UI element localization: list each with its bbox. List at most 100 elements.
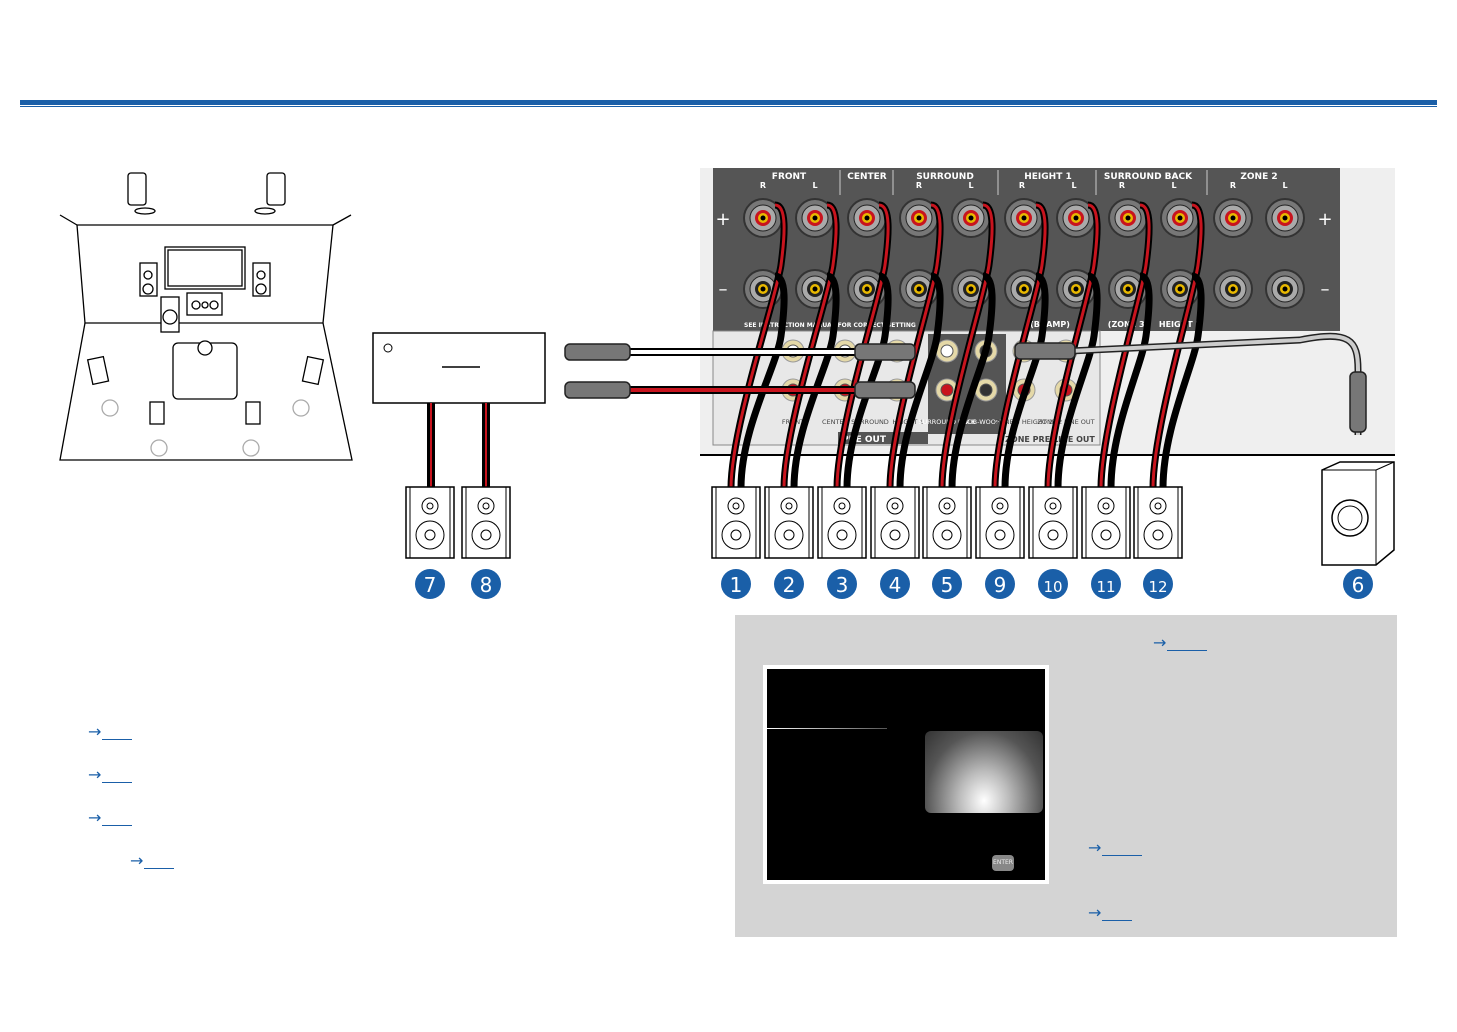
page-link[interactable]: → — [88, 722, 133, 741]
speaker-icon — [711, 486, 761, 559]
pre-out-label: PRE OUT — [842, 435, 887, 445]
speaker-terminal-plus[interactable] — [1160, 198, 1200, 238]
channel-label: L — [1071, 181, 1076, 190]
page-link[interactable]: → — [88, 808, 133, 827]
arrow-icon: → — [1088, 838, 1102, 857]
badge-number: 7 — [424, 573, 437, 597]
speaker-cable — [835, 203, 890, 489]
pre-out-jack-label: CENTER — [822, 418, 849, 426]
speaker-terminal-plus[interactable] — [795, 198, 835, 238]
page-link[interactable]: → — [88, 765, 133, 784]
speaker-icon — [405, 486, 455, 559]
page-link[interactable]: → — [1153, 633, 1208, 652]
speaker-terminal-minus[interactable] — [1213, 269, 1253, 309]
group-label: HEIGHT 1 — [1024, 172, 1071, 182]
speaker-cable — [1099, 203, 1151, 489]
header-rule-thin — [20, 106, 1437, 107]
speaker-terminal-plus[interactable] — [1056, 198, 1096, 238]
speaker-terminal-plus[interactable] — [1265, 198, 1305, 238]
speaker-terminal-minus[interactable] — [795, 269, 835, 309]
speaker-cable — [1056, 274, 1099, 489]
speaker-cable — [940, 203, 994, 489]
channel-label: L — [1171, 181, 1176, 190]
page-link[interactable]: → — [1088, 903, 1133, 922]
number-badge: 1 — [721, 569, 751, 599]
speaker-icon — [1133, 486, 1183, 559]
speaker-icon — [922, 486, 972, 559]
speaker-terminal-plus[interactable] — [1213, 198, 1253, 238]
rca-plug — [1014, 342, 1076, 360]
speaker-icon — [1081, 486, 1131, 559]
speaker-cable — [1046, 203, 1099, 489]
rca-jack[interactable] — [974, 378, 998, 402]
rca-plug — [854, 381, 916, 399]
speaker-terminal-plus[interactable] — [1004, 198, 1044, 238]
speaker-terminal-minus[interactable] — [743, 269, 783, 309]
speaker-icon — [1028, 486, 1078, 559]
badge-number: 1 — [730, 573, 743, 597]
room-preview-icon — [925, 731, 1043, 813]
speaker-cable — [792, 274, 838, 489]
badge-number: 8 — [480, 573, 493, 597]
group-label: ZONE 2 — [1240, 172, 1277, 182]
speaker-terminal-plus[interactable] — [1108, 198, 1148, 238]
arrow-icon: → — [88, 765, 102, 784]
speaker-terminal-minus[interactable] — [847, 269, 887, 309]
rca-plug — [1349, 371, 1367, 433]
speaker-terminal-plus[interactable] — [743, 198, 783, 238]
panel-note: SEE INSTRUCTION MANUAL FOR CORRECT SETTI… — [744, 322, 916, 329]
arrow-icon: → — [88, 808, 102, 827]
panel-note: HEIGHT 2 — [1159, 320, 1201, 329]
rca-plug — [564, 381, 631, 399]
arrow-icon: → — [88, 722, 102, 741]
speaker-terminal-minus[interactable] — [899, 269, 939, 309]
speaker-terminal-plus[interactable] — [899, 198, 939, 238]
arrow-icon: → — [1153, 633, 1167, 652]
subwoofer-cable — [1069, 334, 1360, 435]
channel-label: L — [812, 181, 817, 190]
speaker-cable — [729, 203, 786, 489]
speaker-cable — [1109, 274, 1151, 489]
channel-label: R — [1119, 181, 1125, 190]
speaker-terminal-minus[interactable] — [1108, 269, 1148, 309]
arrow-icon: → — [1088, 903, 1102, 922]
badge-number: 10 — [1043, 578, 1062, 596]
badge-number: 3 — [836, 573, 849, 597]
speaker-terminal-minus[interactable] — [1265, 269, 1305, 309]
page-link[interactable]: → — [130, 851, 175, 870]
arrow-icon: → — [130, 851, 144, 870]
channel-label: R — [1019, 181, 1025, 190]
number-badge: 10 — [1038, 569, 1068, 599]
badge-number: 4 — [889, 573, 902, 597]
subwoofer-icon — [1321, 461, 1395, 566]
speaker-cable — [993, 203, 1047, 489]
rca-jack[interactable] — [935, 339, 959, 363]
speaker-cable — [739, 274, 786, 489]
number-badge: 3 — [827, 569, 857, 599]
badge-number: 11 — [1096, 578, 1115, 596]
plus-label: + — [1317, 209, 1332, 230]
badge-number: 9 — [994, 573, 1007, 597]
number-badge: 4 — [880, 569, 910, 599]
badge-number: 2 — [783, 573, 796, 597]
group-label: FRONT — [772, 172, 807, 182]
header-rule — [20, 100, 1437, 105]
badge-number: 6 — [1352, 573, 1365, 597]
speaker-icon — [870, 486, 920, 559]
number-badge: 8 — [471, 569, 501, 599]
speaker-terminal-plus[interactable] — [847, 198, 887, 238]
enter-button-icon: ENTER — [992, 855, 1014, 871]
page-link[interactable]: → — [1088, 838, 1143, 857]
number-badge: 12 — [1143, 569, 1173, 599]
speaker-cable — [888, 203, 942, 489]
setup-screen-image: ENTER — [763, 665, 1049, 884]
number-badge: 9 — [985, 569, 1015, 599]
pre-out-jack-label: SURROUND — [851, 418, 889, 426]
number-badge: 6 — [1343, 569, 1373, 599]
speaker-icon — [975, 486, 1025, 559]
number-badge: 5 — [932, 569, 962, 599]
minus-label: – — [719, 279, 728, 300]
number-badge: 11 — [1091, 569, 1121, 599]
minus-label: – — [1321, 279, 1330, 300]
